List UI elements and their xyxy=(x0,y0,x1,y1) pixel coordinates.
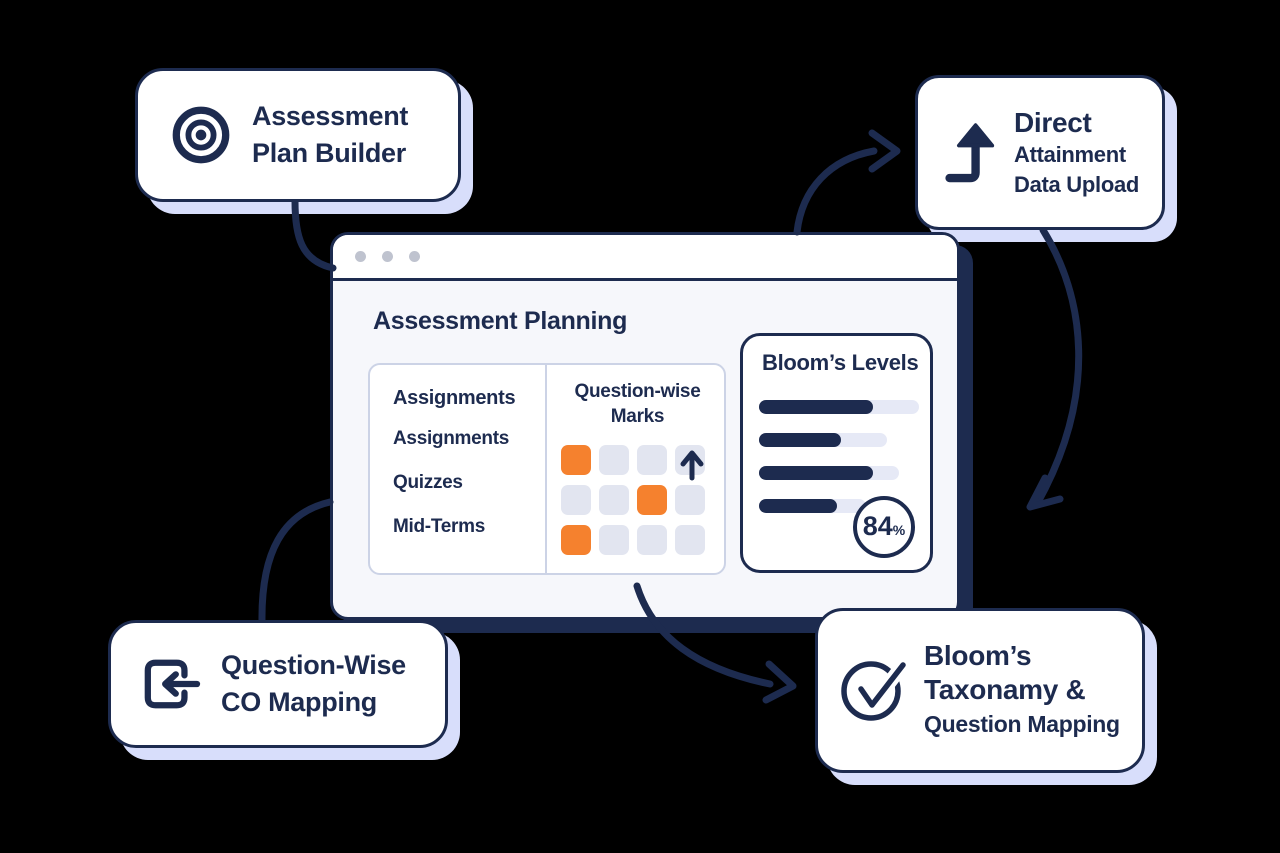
card-title-line: Data Upload xyxy=(1014,171,1140,197)
mark-cell-gray xyxy=(675,525,705,555)
blooms-title: Bloom’s Levels xyxy=(762,350,919,375)
mark-cell-gray xyxy=(599,525,629,555)
arrow-window-to-direct-upload xyxy=(793,147,878,236)
arrow-direct-upload-to-window xyxy=(1033,226,1083,508)
window-dot-icon xyxy=(382,251,393,262)
table-row: Assignments xyxy=(393,428,510,449)
card-assessment-plan-builder: Assessment Plan Builder xyxy=(135,68,461,202)
marks-grid xyxy=(561,445,705,555)
corner-up-arrow-icon xyxy=(944,118,996,188)
window-dot-icon xyxy=(355,251,366,262)
window-titlebar xyxy=(333,235,957,281)
mark-cell-gray xyxy=(599,485,629,515)
card-title-line: Direct xyxy=(1014,106,1092,138)
check-circle-icon xyxy=(840,657,910,724)
window-dot-icon xyxy=(409,251,420,262)
table-row: Quizzes xyxy=(393,472,463,493)
card-title-line: Assessment xyxy=(252,101,409,131)
score-unit: % xyxy=(892,522,906,538)
card-title-line: Taxonamy & xyxy=(924,674,1086,705)
mark-cell-gray xyxy=(675,485,705,515)
marks-header-line: Question-wise xyxy=(574,381,701,402)
import-arrow-icon xyxy=(139,657,201,711)
bloom-bar xyxy=(759,466,899,480)
arrowhead-right-icon xyxy=(868,129,901,173)
marks-header: Question-wise Marks xyxy=(547,379,728,429)
score-value: 84 xyxy=(862,511,893,541)
score-badge: 84 % xyxy=(853,496,915,558)
card-question-wise-co-mapping: Question-Wise CO Mapping xyxy=(108,620,448,748)
mark-cell-orange xyxy=(637,485,667,515)
mark-cell-orange xyxy=(561,525,591,555)
table-header: Assignments xyxy=(393,387,516,409)
marks-header-line: Marks xyxy=(610,406,665,427)
arrowhead-right-icon xyxy=(762,660,797,704)
window-title: Assessment Planning xyxy=(373,307,628,335)
card-title-line: Attainment xyxy=(1014,141,1126,167)
connector-window-to-co-mapping xyxy=(258,498,334,626)
bloom-bar xyxy=(759,499,866,513)
mark-cell-gray xyxy=(637,525,667,555)
card-title-line: Question Mapping xyxy=(924,711,1120,737)
mark-cell-gray xyxy=(637,445,667,475)
card-blooms-taxonomy-question-mapping: Bloom’s Taxonamy & Question Mapping xyxy=(815,608,1145,773)
target-icon xyxy=(170,104,232,166)
column-divider xyxy=(545,365,547,573)
arrowhead-down-left-icon xyxy=(1026,474,1064,511)
mark-cell-gray xyxy=(599,445,629,475)
card-title-line: Question-Wise xyxy=(221,650,406,680)
card-title-line: Plan Builder xyxy=(252,138,406,168)
mark-cell-gray xyxy=(561,485,591,515)
blooms-levels-panel: Bloom’s Levels 84 % xyxy=(740,333,933,573)
mark-cell-orange xyxy=(561,445,591,475)
app-window: Assessment Planning Assignments Assignme… xyxy=(330,232,960,620)
card-direct-attainment-data-upload: Direct Attainment Data Upload xyxy=(915,75,1165,230)
blooms-bars xyxy=(759,400,919,532)
card-title-line: Bloom’s xyxy=(924,640,1032,671)
card-title-line: CO Mapping xyxy=(221,687,377,717)
bloom-bar xyxy=(759,433,887,447)
up-arrow-cursor-icon xyxy=(679,449,705,486)
bloom-bar xyxy=(759,400,919,414)
table-row: Mid-Terms xyxy=(393,516,485,537)
